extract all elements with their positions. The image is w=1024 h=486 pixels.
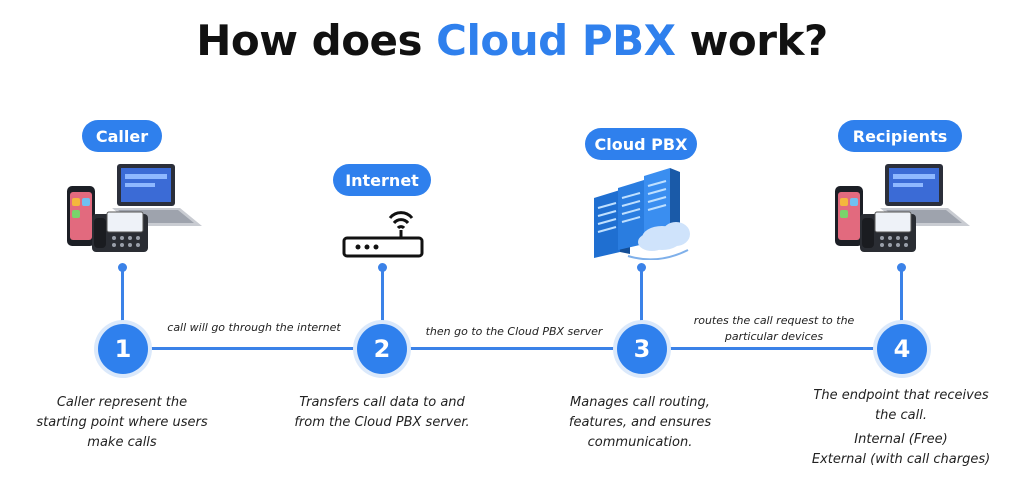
internet-dot	[378, 263, 387, 272]
title-accent: Cloud PBX	[436, 16, 676, 65]
internet-label: Internet	[333, 164, 431, 196]
internet-desc-line-2: from the Cloud PBX server.	[294, 415, 470, 430]
connector-line-2-3	[406, 347, 616, 350]
connector-line-1-2	[146, 347, 358, 350]
cloud-pbx-description: Manages call routing, features, and ensu…	[542, 393, 738, 453]
recipients-label: Recipients	[838, 120, 962, 152]
connector-label-3: routes the call request to the particula…	[672, 313, 876, 345]
recipients-desc-line-1: The endpoint that receives	[813, 388, 989, 403]
title-prefix: How does	[196, 16, 437, 65]
page-title: How does Cloud PBX work?	[0, 16, 1024, 65]
caller-dot	[118, 263, 127, 272]
caller-desc-line-2: starting point where users	[36, 415, 208, 430]
caller-vline	[121, 268, 124, 326]
recipients-dot	[897, 263, 906, 272]
caller-desc-line-3: make calls	[87, 435, 157, 450]
caller-label: Caller	[82, 120, 162, 152]
cloud-pbx-dot	[637, 263, 646, 272]
cloud-pbx-desc-line-1: Manages call routing,	[570, 395, 710, 410]
connector-line-3-4	[666, 347, 876, 350]
recipients-vline	[900, 268, 903, 326]
step-3: 3	[617, 324, 667, 374]
cloud-pbx-label: Cloud PBX	[585, 128, 697, 160]
router-icon	[342, 211, 424, 258]
recipient-devices-icon	[835, 164, 970, 252]
caller-desc-line-1: Caller represent the	[56, 395, 188, 410]
caller-devices-icon	[67, 164, 202, 252]
step-2: 2	[357, 324, 407, 374]
connector-label-3-line-2: particular devices	[724, 330, 824, 343]
cloud-pbx-vline	[640, 268, 643, 326]
connector-label-3-line-1: routes the call request to the	[693, 314, 855, 327]
recipients-desc-line-4: External (with call charges)	[811, 452, 991, 467]
internet-description: Transfers call data to and from the Clou…	[272, 393, 492, 433]
connector-label-2: then go to the Cloud PBX server	[425, 325, 603, 338]
internet-vline	[381, 268, 384, 326]
step-4: 4	[877, 324, 927, 374]
cloud-pbx-desc-line-2: features, and ensures	[568, 415, 712, 430]
recipients-desc-line-2: the call.	[875, 408, 927, 423]
step-1: 1	[98, 324, 148, 374]
cloud-pbx-desc-line-3: communication.	[587, 435, 693, 450]
caller-description: Caller represent the starting point wher…	[16, 393, 228, 453]
title-suffix: work?	[675, 16, 829, 65]
internet-desc-line-1: Transfers call data to and	[299, 395, 465, 410]
recipients-desc-line-3: Internal (Free)	[854, 432, 948, 447]
server-cloud-icon	[594, 168, 690, 260]
connector-label-1: call will go through the internet	[167, 321, 341, 334]
recipients-description: The endpoint that receives the call. Int…	[792, 386, 1010, 470]
